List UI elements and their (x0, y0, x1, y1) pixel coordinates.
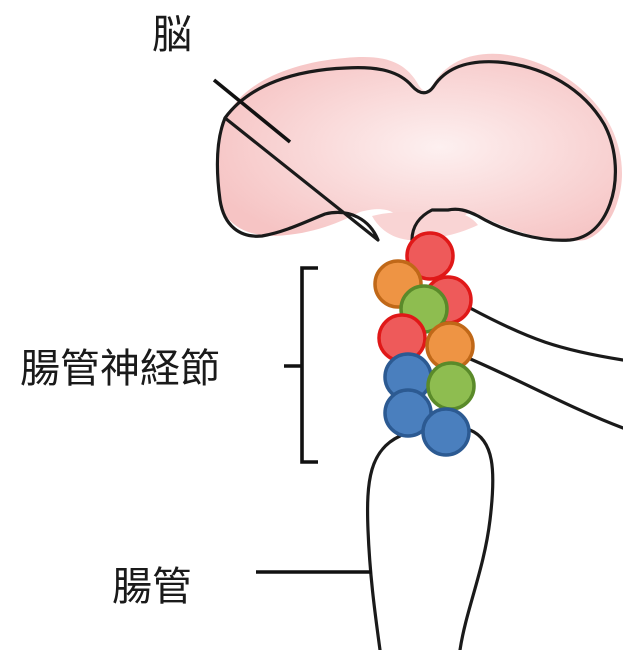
nerve-fibers (468, 308, 623, 428)
ganglion-bracket (284, 268, 318, 462)
bracket (302, 268, 318, 462)
nerve-fiber (470, 308, 623, 360)
neuron-cluster (375, 233, 474, 455)
label-brain: 脳 (152, 12, 192, 58)
gut-wall-right (460, 430, 493, 650)
neuron-blue (423, 409, 469, 455)
neuron-green (428, 363, 474, 409)
gut-wall-left (368, 436, 400, 650)
gut-tube (368, 430, 493, 650)
label-gut: 腸管 (112, 564, 192, 610)
brain (216, 54, 622, 241)
label-enteric-ganglion: 腸管神経節 (20, 346, 220, 392)
nerve-fiber (468, 358, 623, 428)
